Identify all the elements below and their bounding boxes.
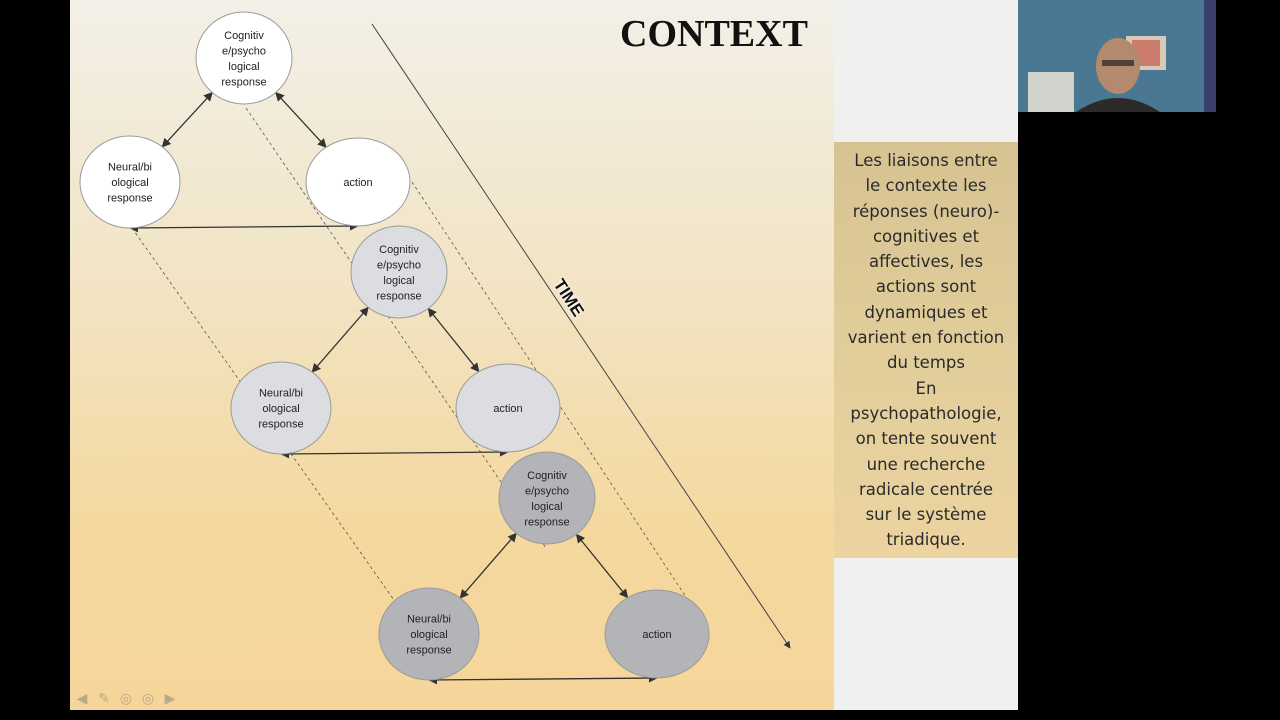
double-arrow xyxy=(275,91,327,148)
neural-node-label: response xyxy=(406,645,451,657)
action-node-label: action xyxy=(642,629,671,641)
side-text: Les liaisons entre le contexte les répon… xyxy=(847,151,1005,550)
neural-node-label: ological xyxy=(410,629,447,641)
action-node xyxy=(305,137,411,227)
action-node xyxy=(455,363,561,453)
cognitive-node-label: Cognitiv xyxy=(527,470,567,482)
cognitive-node xyxy=(195,11,293,105)
neural-node-label: Neural/bi xyxy=(108,162,152,174)
more-icon[interactable]: ◎ xyxy=(119,690,133,706)
action-node-label: action xyxy=(343,177,372,189)
guide-dashed xyxy=(131,227,395,601)
action-node xyxy=(604,589,710,679)
webcam-feed xyxy=(1018,0,1216,112)
cognitive-node-label: e/psycho xyxy=(222,45,266,57)
slide-title: CONTEXT xyxy=(620,13,808,55)
neural-node-label: ological xyxy=(262,403,299,415)
cognitive-node-label: Cognitiv xyxy=(379,244,419,256)
action-node-label: action xyxy=(493,403,522,415)
pen-icon[interactable]: ✎ xyxy=(98,690,110,706)
triad-2: Cognitive/psychologicalresponseNeural/bi… xyxy=(230,225,561,459)
double-arrow xyxy=(161,91,213,148)
cognitive-node xyxy=(350,225,448,319)
double-arrow xyxy=(427,307,480,373)
menu-icon[interactable]: ◎ xyxy=(141,690,155,706)
guide-dashed xyxy=(245,107,547,549)
time-axis xyxy=(371,23,791,649)
triad-3: Cognitive/psychologicalresponseNeural/bi… xyxy=(378,451,710,685)
double-arrow xyxy=(459,532,517,599)
cognitive-node-label: response xyxy=(524,516,569,528)
neural-node-label: ological xyxy=(111,177,148,189)
arrow-left-icon[interactable]: ◀ xyxy=(76,690,88,706)
double-arrow xyxy=(129,221,359,233)
neural-node xyxy=(79,135,181,229)
double-arrow xyxy=(311,306,369,373)
double-arrow xyxy=(575,533,629,599)
arrow-right-icon[interactable]: ▶ xyxy=(164,690,176,706)
cognitive-node-label: e/psycho xyxy=(377,259,421,271)
neural-node-label: response xyxy=(107,193,152,205)
slide-nav: ◀ ✎ ◎ ◎ ▶ xyxy=(74,690,184,708)
cognitive-node-label: e/psycho xyxy=(525,485,569,497)
side-text-box xyxy=(834,142,1018,558)
cognitive-node xyxy=(498,451,596,545)
cognitive-node-label: logical xyxy=(383,275,414,287)
cognitive-node-label: logical xyxy=(228,61,259,73)
neural-node-label: Neural/bi xyxy=(259,388,303,400)
cognitive-node-label: logical xyxy=(531,501,562,513)
presenter-video xyxy=(1018,0,1216,112)
neural-node-label: Neural/bi xyxy=(407,614,451,626)
double-arrow xyxy=(428,673,658,685)
triad-1: Cognitive/psychologicalresponseNeural/bi… xyxy=(79,11,411,233)
cognitive-node-label: response xyxy=(221,76,266,88)
cognitive-node-label: response xyxy=(376,290,421,302)
neural-node-label: response xyxy=(258,419,303,431)
neural-node xyxy=(378,587,480,681)
double-arrow xyxy=(280,447,509,459)
cognitive-node-label: Cognitiv xyxy=(224,30,264,42)
neural-node xyxy=(230,361,332,455)
